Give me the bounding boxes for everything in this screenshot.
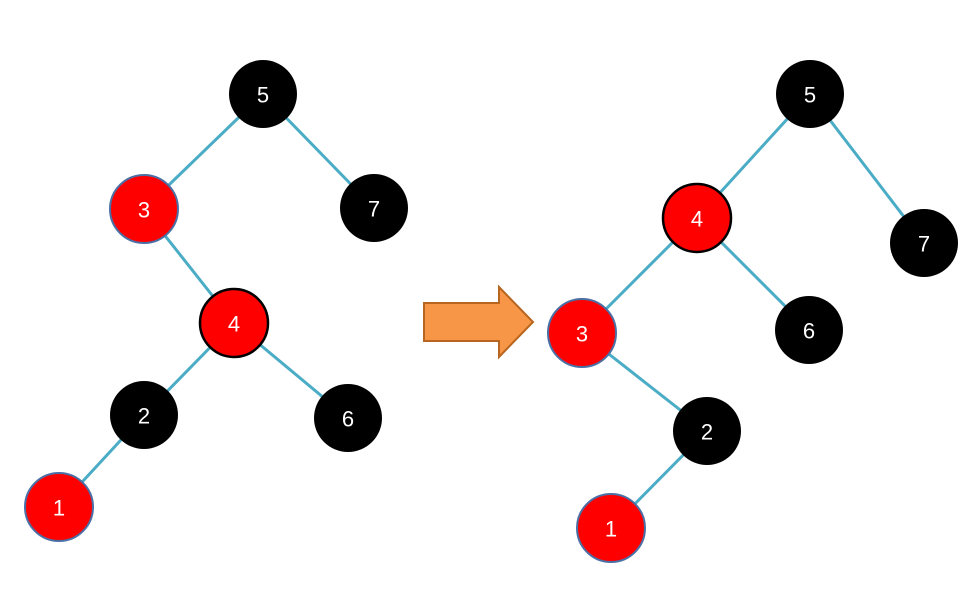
tree-node-before-7: 7	[340, 174, 408, 242]
node-label: 6	[803, 319, 815, 344]
tree-node-before-1: 1	[24, 472, 94, 542]
tree-node-after-5: 5	[776, 60, 844, 128]
tree-node-before-3: 3	[109, 174, 179, 244]
right-arrow-icon	[423, 284, 535, 360]
tree-node-after-6: 6	[775, 296, 843, 364]
nodes-layer: 5 3 7 4 2 6 1 5 4 7 3 6 2 1	[24, 60, 958, 563]
node-label: 2	[701, 420, 713, 445]
tree-node-before-6: 6	[314, 384, 382, 452]
tree-node-after-2: 2	[673, 397, 741, 465]
node-circle	[340, 174, 408, 242]
tree-node-after-4: 4	[661, 182, 733, 254]
node-label: 1	[53, 496, 65, 521]
tree-node-after-1: 1	[576, 493, 646, 563]
node-label: 7	[918, 232, 930, 257]
node-label: 3	[576, 322, 588, 347]
node-label: 7	[368, 197, 380, 222]
tree-node-before-4: 4	[198, 287, 270, 359]
node-label: 4	[228, 312, 240, 337]
tree-node-before-2: 2	[110, 381, 178, 449]
node-circle	[576, 493, 646, 563]
node-circle	[673, 397, 741, 465]
node-circle	[24, 472, 94, 542]
node-label: 2	[138, 404, 150, 429]
node-label: 5	[804, 83, 816, 108]
node-label: 4	[691, 207, 703, 232]
tree-node-before-5: 5	[229, 60, 297, 128]
node-label: 6	[342, 407, 354, 432]
tree-node-after-3: 3	[547, 298, 617, 368]
node-circle	[661, 182, 733, 254]
node-label: 3	[138, 198, 150, 223]
node-circle	[776, 60, 844, 128]
tree-node-after-7: 7	[890, 209, 958, 277]
node-circle	[775, 296, 843, 364]
node-circle	[890, 209, 958, 277]
node-circle	[198, 287, 270, 359]
node-label: 5	[257, 83, 269, 108]
node-label: 1	[605, 517, 617, 542]
node-circle	[547, 298, 617, 368]
node-circle	[229, 60, 297, 128]
node-circle	[109, 174, 179, 244]
node-circle	[314, 384, 382, 452]
node-circle	[110, 381, 178, 449]
